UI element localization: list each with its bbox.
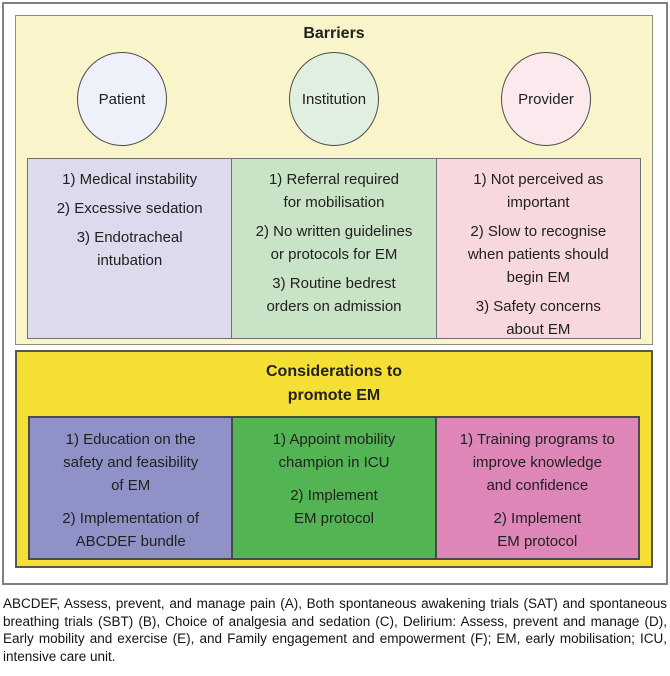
patient-circle: Patient [77, 52, 167, 146]
institution-circle-cell: Institution [228, 52, 440, 146]
patient-barrier-item-1: 1) Medical instability [62, 171, 198, 188]
institution-circle-label: Institution [301, 90, 367, 108]
institution-consideration-item-2: 2) Implement EM protocol [290, 487, 378, 527]
provider-consideration-item-2: 2) Implement EM protocol [493, 510, 582, 550]
figure-caption: ABCDEF, Assess, prevent, and manage pain… [3, 596, 667, 664]
barriers-panel: Barriers Patient Institution Provider 1)… [15, 15, 653, 345]
patient-barrier-item-3: 3) Endotracheal intubation [76, 229, 183, 269]
provider-barriers-box: 1) Not perceived as important 2) Slow to… [435, 158, 641, 339]
considerations-title: Considerations to promote EM [265, 363, 402, 404]
barrier-boxes-row: 1) Medical instability 2) Excessive seda… [27, 158, 641, 339]
provider-circle: Provider [501, 52, 591, 146]
considerations-panel: Considerations to promote EM 1) Educatio… [15, 350, 653, 568]
provider-circle-cell: Provider [440, 52, 652, 146]
patient-barriers-box: 1) Medical instability 2) Excessive seda… [27, 158, 233, 339]
institution-barrier-item-3: 3) Routine bedrest orders on admission [266, 275, 402, 315]
institution-barrier-item-1: 1) Referral required for mobilisation [268, 171, 400, 211]
institution-circle: Institution [289, 52, 379, 146]
patient-consideration-item-2: 2) Implementation of ABCDEF bundle [62, 510, 200, 550]
institution-consideration-item-1: 1) Appoint mobility champion in ICU [272, 431, 396, 471]
institution-considerations-box: 1) Appoint mobility champion in ICU 2) I… [231, 416, 437, 560]
figure-frame: Barriers Patient Institution Provider 1)… [2, 2, 668, 585]
provider-circle-label: Provider [518, 90, 574, 108]
patient-circle-label: Patient [98, 90, 146, 108]
patient-considerations-box: 1) Education on the safety and feasibili… [28, 416, 234, 560]
provider-consideration-item-1: 1) Training programs to improve knowledg… [459, 431, 615, 494]
provider-barrier-item-1: 1) Not perceived as important [473, 171, 604, 211]
provider-considerations-box: 1) Training programs to improve knowledg… [434, 416, 640, 560]
provider-barrier-item-2: 2) Slow to recognise when patients shoul… [467, 223, 609, 286]
patient-consideration-item-1: 1) Education on the safety and feasibili… [63, 431, 199, 494]
provider-barrier-item-3: 3) Safety concerns about EM [475, 298, 601, 338]
institution-barriers-box: 1) Referral required for mobilisation 2)… [231, 158, 437, 339]
considerations-boxes-row: 1) Education on the safety and feasibili… [28, 416, 640, 560]
barrier-circles-row: Patient Institution Provider [16, 52, 652, 146]
institution-barrier-item-2: 2) No written guidelines or protocols fo… [255, 223, 413, 263]
patient-circle-cell: Patient [16, 52, 228, 146]
barriers-title: Barriers [303, 25, 365, 42]
patient-barrier-item-2: 2) Excessive sedation [56, 200, 203, 217]
